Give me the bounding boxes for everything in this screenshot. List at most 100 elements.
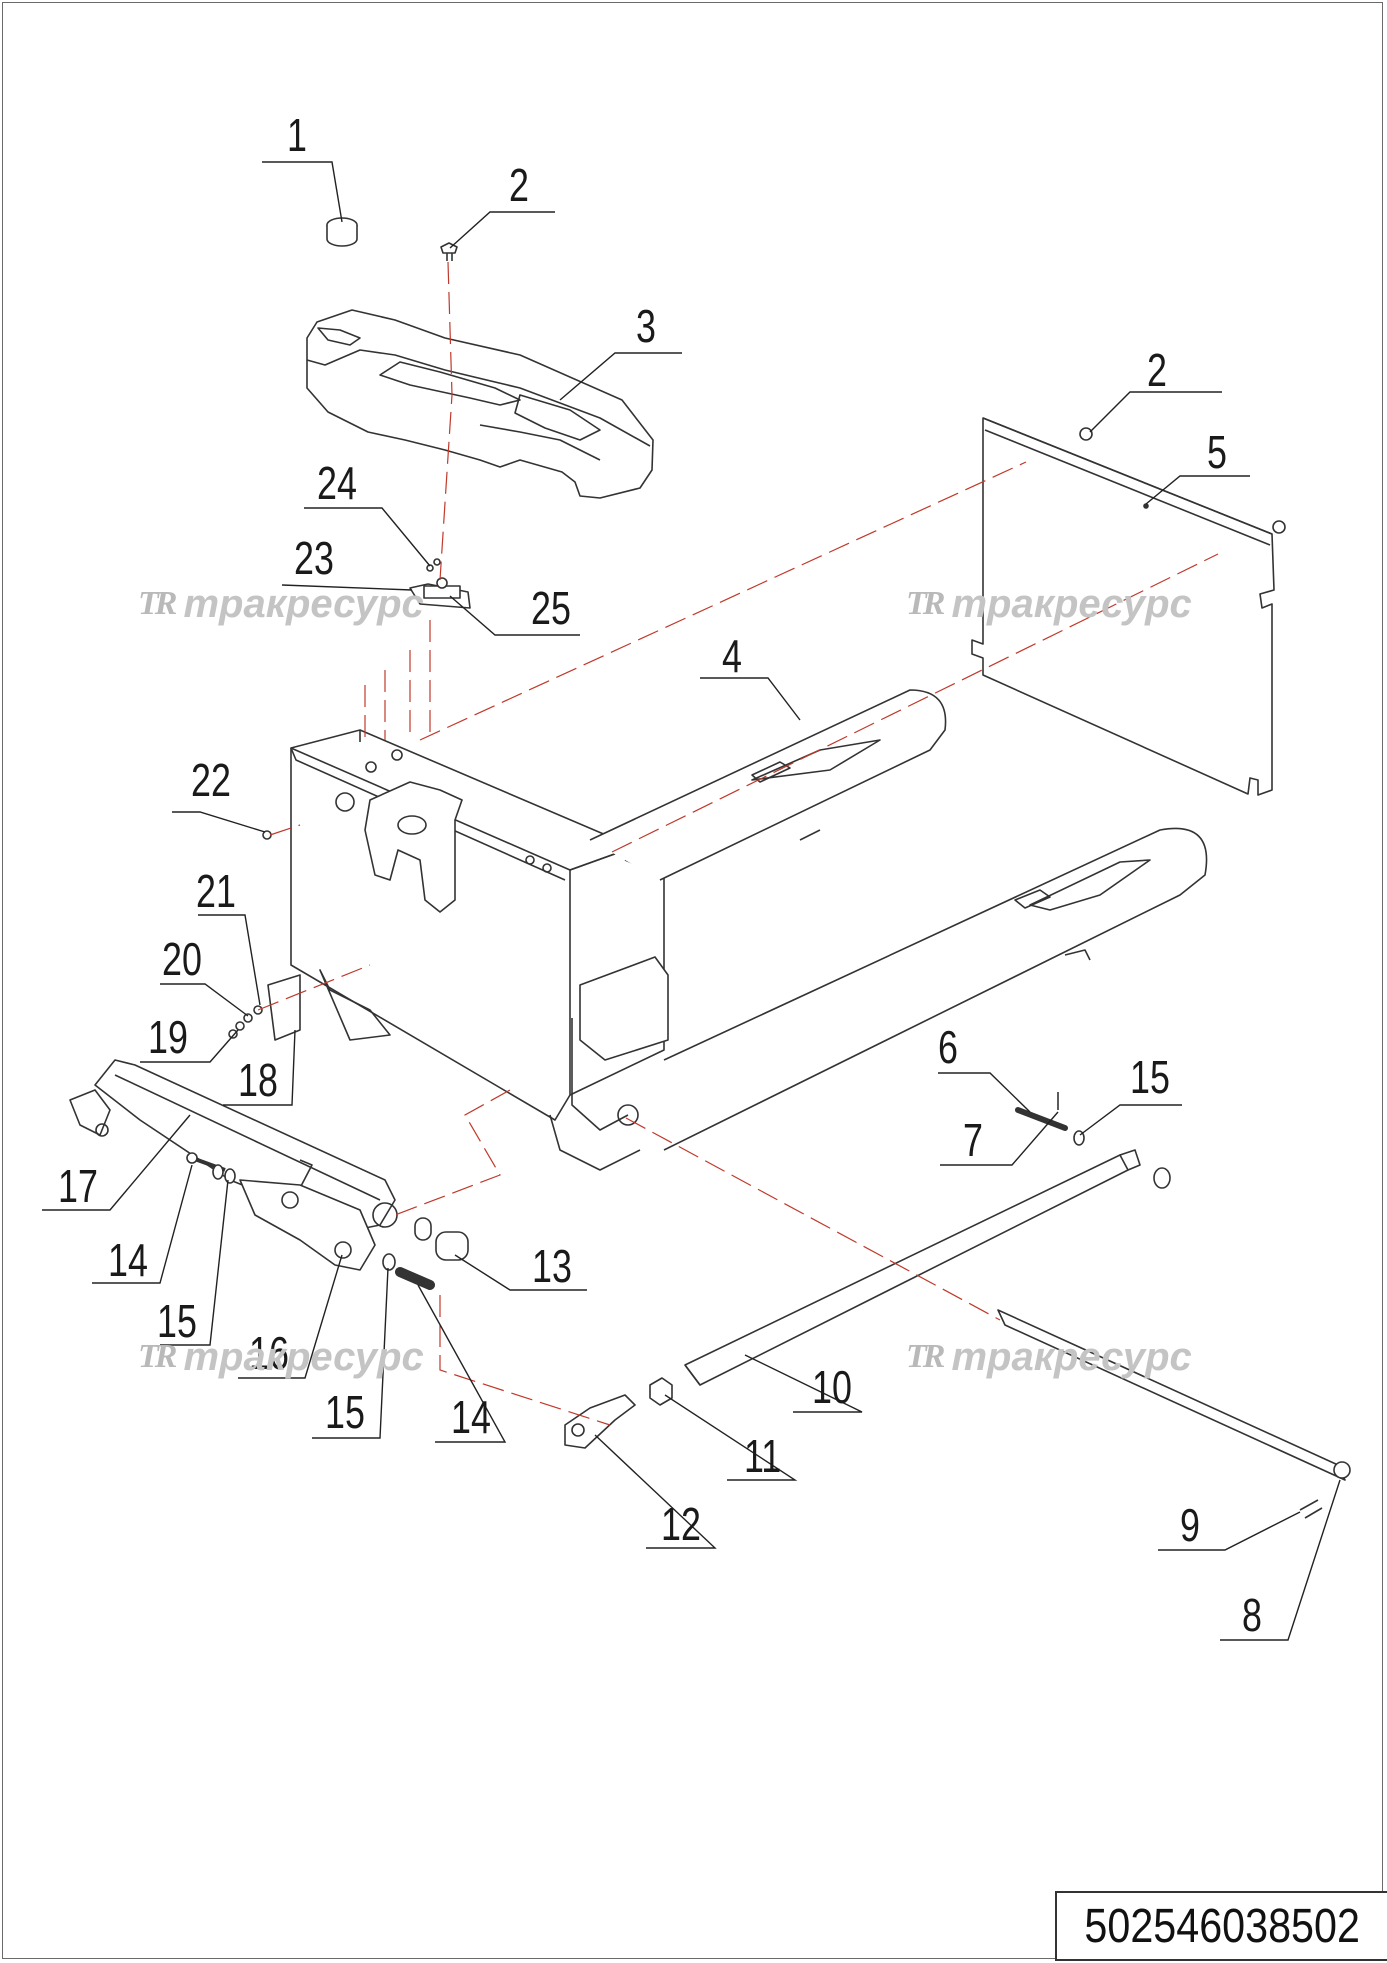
leader-13: [454, 1254, 587, 1291]
leader-20: [160, 983, 249, 1017]
part-14-pin-mid: [395, 1267, 435, 1290]
leader-14a: [92, 1164, 193, 1284]
leader-9: [1158, 1511, 1301, 1551]
callout-14-left: 14: [108, 1234, 148, 1286]
watermark: TR тракресурс: [138, 1332, 424, 1382]
leader-12: [594, 1434, 717, 1549]
callout-3: 3: [636, 300, 656, 352]
part-2-screw-plate-left: [1079, 427, 1093, 441]
part-15-washer-mid: [382, 1253, 396, 1271]
leader-6: [938, 1072, 1031, 1113]
leader-24: [304, 507, 431, 567]
document-number: 502546038502: [1084, 1899, 1360, 1953]
callout-16: 16: [249, 1327, 289, 1379]
assembly-line: [394, 1089, 511, 1216]
fork-right: [663, 827, 1208, 1151]
callout-11: 11: [744, 1430, 782, 1482]
leader-2a: [449, 211, 555, 249]
leader-18: [223, 1029, 296, 1106]
watermark-text: тракресурс: [183, 1334, 424, 1379]
callout-9: 9: [1180, 1499, 1200, 1551]
leader-5: [1145, 475, 1250, 505]
leader-1: [262, 161, 343, 223]
callout-20: 20: [162, 933, 202, 985]
leader-4: [700, 677, 801, 721]
part-1-cap: [326, 217, 358, 247]
callout-5: 5: [1207, 426, 1227, 478]
leader-8: [1220, 1479, 1341, 1641]
leader-15b: [312, 1267, 389, 1439]
assembly-line: [439, 1295, 611, 1426]
callout-19: 19: [148, 1011, 188, 1063]
leader-25: [449, 595, 580, 636]
part-8-axle-shaft: [997, 1309, 1351, 1481]
fork-left: [589, 689, 947, 881]
watermark: TR тракресурс: [906, 579, 1192, 629]
assembly-line: [257, 824, 371, 1011]
watermark-text: тракресурс: [951, 1334, 1192, 1379]
watermark-logo: TR: [906, 1338, 946, 1375]
leader-3: [559, 352, 682, 401]
part-25-bracket: [409, 577, 471, 609]
callout-23: 23: [294, 532, 334, 584]
callout-7: 7: [963, 1114, 983, 1166]
part-13-bush-small: [414, 1217, 432, 1241]
callout-15-right: 15: [1130, 1051, 1170, 1103]
leader-15c: [1079, 1104, 1182, 1136]
leader-22: [172, 811, 266, 833]
leader-16: [238, 1254, 343, 1379]
part-9-roll-pin: [1299, 1499, 1323, 1519]
callout-12: 12: [661, 1498, 701, 1550]
watermark-logo: TR: [906, 585, 946, 622]
leader-11: [664, 1394, 798, 1481]
part-15-washers-left: [212, 1164, 236, 1184]
leader-17: [42, 1114, 191, 1211]
part-13-bush-large: [435, 1231, 469, 1261]
watermark: TR тракресурс: [906, 1332, 1192, 1382]
callout-18: 18: [238, 1054, 278, 1106]
part-2-screw-plate-right: [1272, 520, 1286, 534]
chassis-frame: [290, 729, 669, 1171]
leader-2b: [1089, 391, 1222, 433]
callout-17: 17: [58, 1160, 98, 1212]
callout-15-mid: 15: [325, 1386, 365, 1438]
part-6-7-pin: [1015, 1092, 1068, 1131]
callout-2: 2: [509, 159, 529, 211]
leader-7: [940, 1111, 1059, 1166]
callout-1: 1: [287, 109, 307, 161]
callout-2-plate: 2: [1147, 344, 1167, 396]
watermark-logo: TR: [138, 1338, 178, 1375]
assembly-line: [364, 620, 431, 740]
part-3-top-cover: [306, 309, 654, 499]
leader-19: [140, 1029, 239, 1063]
callout-6: 6: [938, 1021, 958, 1073]
part-11-nut: [649, 1377, 673, 1406]
callout-25: 25: [531, 582, 571, 634]
callout-21: 21: [196, 865, 236, 917]
document-number-box: 502546038502: [1055, 1891, 1387, 1961]
callout-4: 4: [722, 630, 742, 682]
leader-21: [198, 914, 261, 1006]
callout-24: 24: [317, 457, 357, 509]
callout-10: 10: [812, 1361, 852, 1413]
callout-14-mid: 14: [451, 1391, 491, 1443]
leader-14b: [417, 1284, 507, 1443]
watermark-logo: TR: [138, 585, 178, 622]
part-5-back-plate: [971, 417, 1275, 796]
small-fasteners: [228, 830, 301, 1041]
leader-15a: [160, 1179, 229, 1346]
assembly-line: [625, 1117, 1001, 1321]
leader-10: [744, 1354, 863, 1413]
watermark-text: тракресурс: [951, 581, 1192, 626]
callout-13: 13: [532, 1240, 572, 1292]
callout-8: 8: [1242, 1589, 1262, 1641]
callout-22: 22: [191, 754, 231, 806]
assembly-line: [419, 461, 1027, 741]
part-16-lever: [239, 1179, 376, 1271]
watermark: TR тракресурс: [138, 579, 424, 629]
assembly-line: [439, 261, 453, 581]
callout-15-left: 15: [157, 1295, 197, 1347]
part-2-screw-top: [440, 242, 458, 261]
